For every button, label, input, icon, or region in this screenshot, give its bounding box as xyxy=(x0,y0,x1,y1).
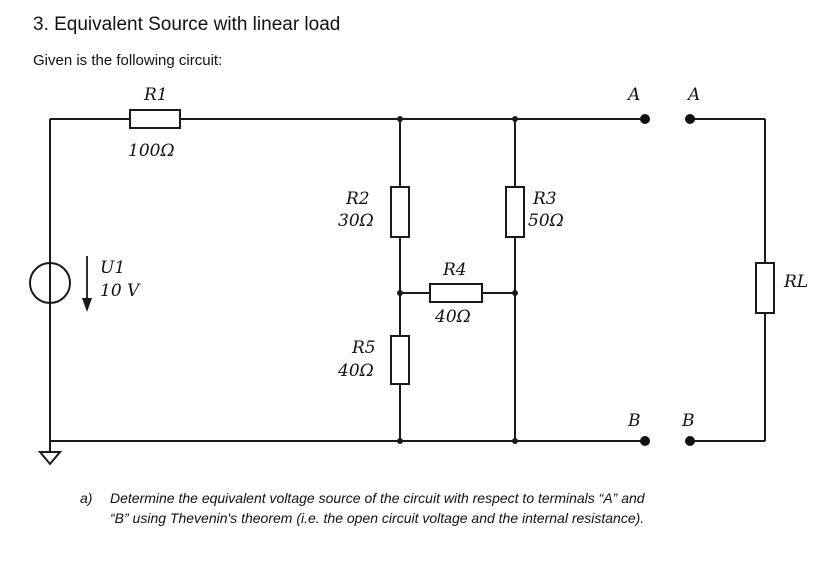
r2-name-label: R2 xyxy=(345,189,370,209)
junction-dot xyxy=(397,438,403,444)
terminal-b-right-dot xyxy=(685,436,695,446)
resistor-r5 xyxy=(390,335,410,385)
r3-name-label: R3 xyxy=(532,189,557,209)
terminal-b-left-dot xyxy=(640,436,650,446)
resistor-rl xyxy=(755,262,775,314)
circuit-diagram: R1 100Ω R2 30Ω R3 50Ω R4 40Ω R5 40Ω U1 1… xyxy=(29,85,808,466)
junction-dot xyxy=(512,116,518,122)
resistor-r3 xyxy=(505,186,525,238)
junction-dot xyxy=(397,290,403,296)
resistor-r4 xyxy=(429,283,483,303)
r4-value-label: 40Ω xyxy=(434,307,471,327)
resistor-r1 xyxy=(129,109,181,129)
junction-dot xyxy=(512,290,518,296)
terminal-a-left-label: A xyxy=(626,85,640,105)
terminal-a-right-dot xyxy=(685,114,695,124)
u1-name-label: U1 xyxy=(100,258,125,278)
terminal-b-left-label: B xyxy=(627,411,641,431)
r2-value-label: 30Ω xyxy=(338,211,374,231)
voltage-source-icon xyxy=(29,262,71,304)
junction-dot xyxy=(397,116,403,122)
question-line-2: “B” using Thevenin's theorem (i.e. the o… xyxy=(110,510,645,526)
intro-text: Given is the following circuit: xyxy=(33,52,223,69)
ground-icon xyxy=(37,451,63,466)
question-line-1: Determine the equivalent voltage source … xyxy=(110,490,645,506)
circuit-wires xyxy=(49,118,766,452)
terminal-a-right-label: A xyxy=(686,85,700,105)
r5-value-label: 40Ω xyxy=(337,361,374,381)
question-a: a) Determine the equivalent voltage sourc… xyxy=(80,488,820,528)
resistor-r2 xyxy=(390,186,410,238)
r1-name-label: R1 xyxy=(143,85,168,105)
terminal-b-right-label: B xyxy=(681,411,695,431)
r3-value-label: 50Ω xyxy=(528,211,564,231)
junction-dot xyxy=(512,438,518,444)
terminal-a-left-dot xyxy=(640,114,650,124)
r5-name-label: R5 xyxy=(351,338,376,358)
section-heading: 3. Equivalent Source with linear load xyxy=(33,14,341,35)
question-letter: a) xyxy=(80,490,93,506)
rl-name-label: RL xyxy=(783,272,808,292)
r1-value-label: 100Ω xyxy=(128,141,175,161)
u1-value-label: 10 V xyxy=(100,281,141,301)
voltage-arrow-icon xyxy=(82,256,92,312)
r4-name-label: R4 xyxy=(442,260,467,280)
